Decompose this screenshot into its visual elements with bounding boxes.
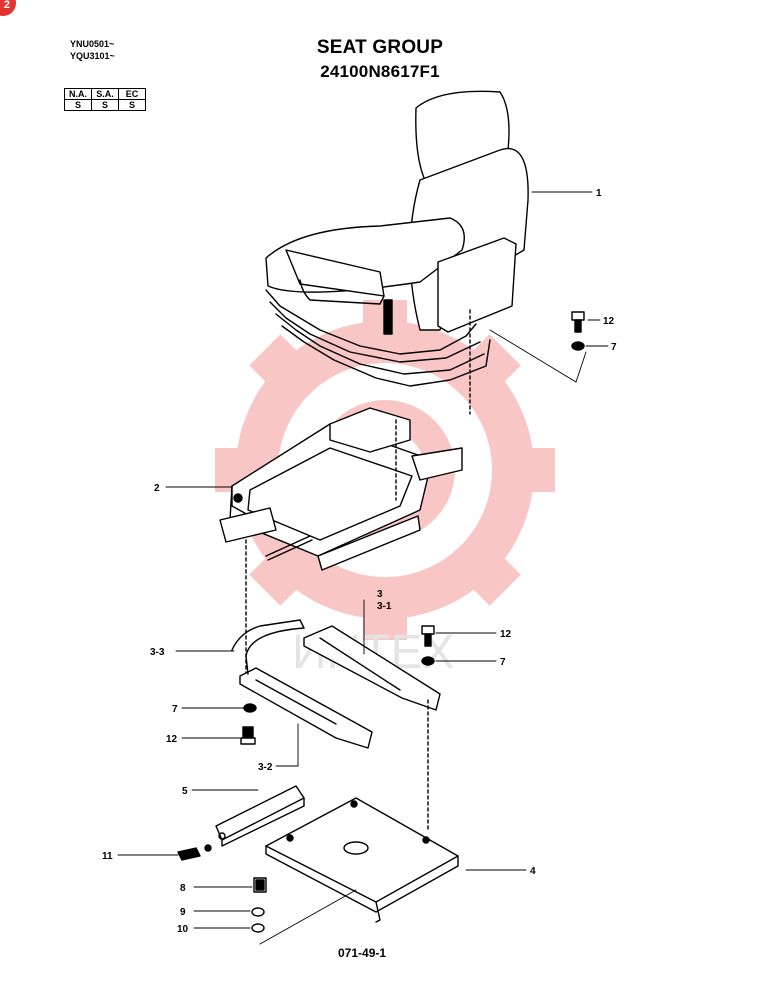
serial-range-line: YQU3101~ [70,51,115,61]
bolt-12-upper [571,311,585,333]
callout-label: 3-2 [258,762,273,773]
washer-10 [251,923,265,933]
serial-range-line: YNU0501~ [70,39,115,49]
slide-rail-assembly [231,619,441,831]
seat-slide-frame [219,407,463,681]
callout-label: 1 [596,188,602,199]
callout-label: 12 [603,316,615,327]
base-plate [265,797,459,923]
callout-label: 10 [177,924,189,935]
washer-7-upper [571,341,585,351]
callout-label: 3-1 [377,601,392,612]
bolt-11 [177,844,212,861]
figure-number: 071-49-1 [338,946,387,960]
region-value: S [118,99,146,111]
callout-label: 8 [180,883,186,894]
diagram-title: SEAT GROUP [316,37,444,58]
washer-7-left [243,703,257,713]
callout-label: 3-3 [150,647,165,658]
callout-label: 7 [500,657,506,668]
callout-label: 11 [102,851,113,862]
callout-label: 7 [611,342,617,353]
callout-label: 12 [500,629,512,640]
callout-label: 4 [530,866,536,877]
washer-7-mid [421,656,435,666]
callout-label: 9 [180,907,186,918]
region-value: S [91,99,119,111]
region-applicability-table: N.A. S.A. EC S S S [64,88,146,111]
page-badge: 2 [0,0,16,16]
callout-label: 3 [377,589,383,600]
leader-lines [117,191,609,945]
callout-label: 5 [182,786,188,797]
callout-label: 7 [172,704,178,715]
nut-8 [253,877,267,893]
washer-9 [251,907,265,917]
bolt-12-left [240,726,256,745]
callout-label: 2 [154,483,160,494]
callout-label: 12 [166,734,178,745]
serial-range: YNU0501~ YQU3101~ [70,38,115,62]
diagram-title-block: SEAT GROUP 24100N8617F1 [250,36,510,84]
group-part-number: 24100N8617F1 [320,62,440,81]
side-bracket [215,785,305,847]
bolt-12-mid [421,625,435,647]
seat-assembly [265,90,529,415]
